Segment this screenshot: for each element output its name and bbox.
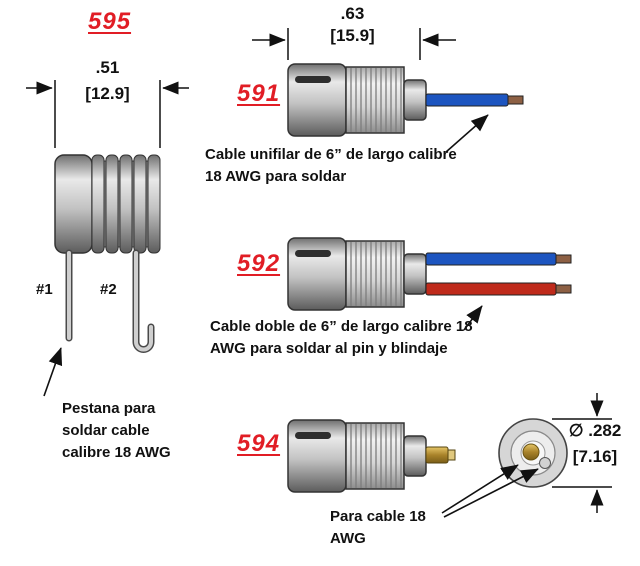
leader-592-wire <box>463 305 483 331</box>
dim-591-mm: [15.9] <box>330 26 375 45</box>
part-label-594: 594 <box>237 430 281 457</box>
dim-595-inches: .51 <box>95 58 120 77</box>
part-label-592: 592 <box>237 250 281 277</box>
wire-592-red-tip <box>555 284 572 294</box>
dim-595-lines <box>26 80 189 148</box>
dim-595-mm: [12.9] <box>85 84 130 103</box>
wire-592-blue-tip <box>555 254 572 264</box>
pin-1-label: #1 <box>36 281 53 298</box>
connector-591-drawing <box>287 63 427 137</box>
note-595-solder-tab: Pestana para soldar cable calibre 18 AWG <box>62 400 171 461</box>
pin-594-drawing <box>425 446 456 464</box>
part-label-595: 595 <box>88 8 132 35</box>
wire-592-double <box>425 252 572 296</box>
connector-594-drawing <box>287 419 427 493</box>
center-pin-hole <box>522 443 540 461</box>
wire-591-single <box>425 93 524 107</box>
note-591-cable: Cable unifilar de 6” de largo calibre 18… <box>205 146 457 185</box>
dim-591-lines <box>252 28 456 60</box>
dim-594-lines <box>552 393 612 513</box>
leader-arrows <box>43 114 539 518</box>
part-595-drawing <box>54 154 161 353</box>
leader-594-hole-a <box>441 464 519 514</box>
dim-591-inches: .63 <box>340 4 365 23</box>
part-label-591: 591 <box>237 80 281 107</box>
leader-595-tab <box>43 347 63 397</box>
solder-leg-2 <box>132 249 155 353</box>
dim-594-diameter: ∅ .282 <box>568 421 622 440</box>
connector-592-drawing <box>287 237 427 311</box>
solder-tab-hole <box>539 457 551 469</box>
dim-594-mm: [7.16] <box>572 447 618 466</box>
wire-592-blue <box>425 252 557 266</box>
note-592-cable: Cable doble de 6” de largo calibre 18 AW… <box>210 318 473 357</box>
leader-594-hole-b <box>443 468 539 518</box>
wire-592-red <box>425 282 557 296</box>
note-594-cable: Para cable 18 AWG <box>330 508 426 547</box>
pin-2-label: #2 <box>100 281 117 298</box>
wire-591-blue <box>425 93 509 107</box>
wire-591-tip <box>507 95 524 105</box>
leader-591-wire <box>445 114 489 153</box>
